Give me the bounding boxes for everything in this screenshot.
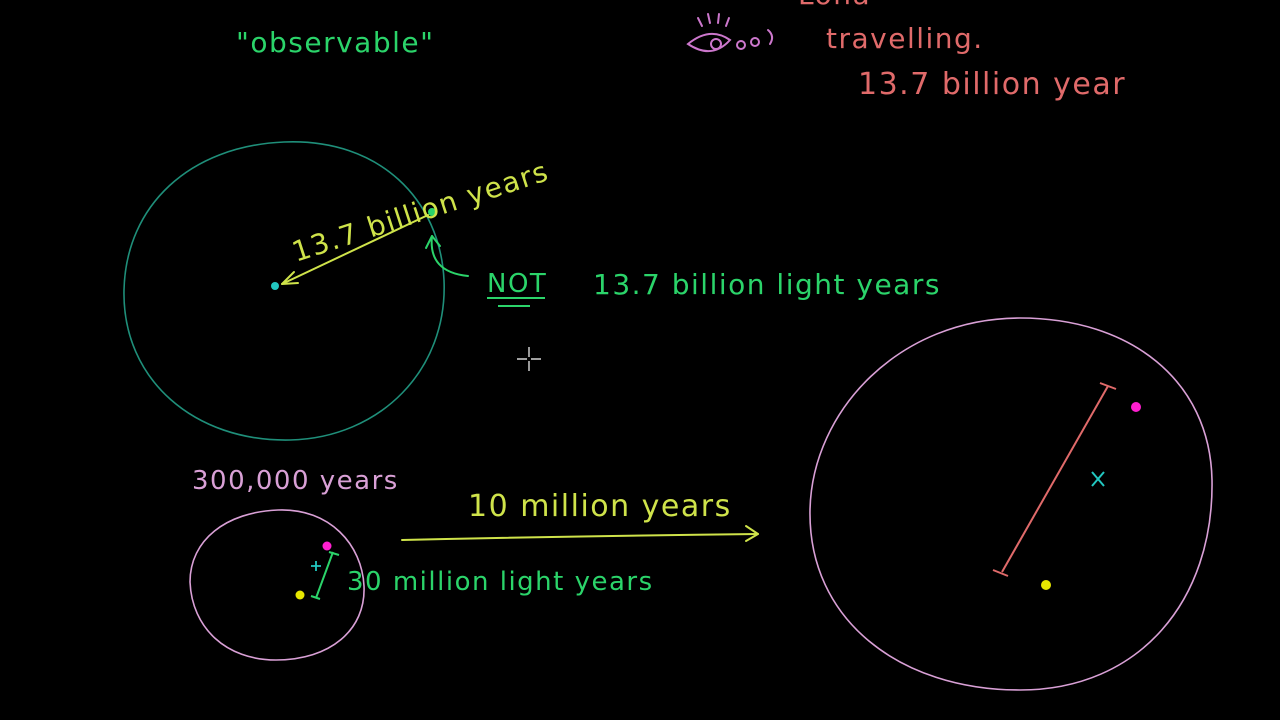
later-universe-circle xyxy=(809,317,1213,691)
expansion-time-label: 10 million years xyxy=(468,489,732,524)
later-distance-marker xyxy=(992,382,1117,577)
early-distance-marker xyxy=(310,551,340,600)
age-top-label: 13.7 billion year xyxy=(858,67,1126,102)
early-yellow-galaxy xyxy=(295,590,305,600)
early-magenta-galaxy xyxy=(322,541,332,551)
travelling-label: travelling. xyxy=(826,22,984,55)
later-yellow-galaxy xyxy=(1041,580,1051,590)
later-center-x xyxy=(1091,471,1105,487)
observable-label: "observable" xyxy=(236,26,435,59)
early-distance-label: 30 million light years xyxy=(347,567,654,597)
curved-pointer-arrow xyxy=(425,235,469,277)
early-center-cross xyxy=(311,561,321,571)
not-label: NOT xyxy=(487,269,547,299)
early-age-label: 300,000 years xyxy=(192,466,399,496)
crosshair-cursor-icon xyxy=(517,347,541,371)
later-magenta-galaxy xyxy=(1131,402,1141,412)
radius-arrow xyxy=(281,214,429,285)
edge-galaxy-dot xyxy=(428,208,436,216)
early-universe-circle xyxy=(189,509,365,661)
not-underline xyxy=(487,297,545,307)
eye-icon xyxy=(686,13,774,52)
radius-years-label: 13.7 billion years xyxy=(288,154,553,268)
expansion-arrow xyxy=(401,525,759,542)
observable-universe-circle xyxy=(123,141,445,441)
earth-center-dot xyxy=(271,282,279,290)
partial-top-label: Lona xyxy=(798,0,871,11)
not-light-years-label: 13.7 billion light years xyxy=(593,268,941,301)
